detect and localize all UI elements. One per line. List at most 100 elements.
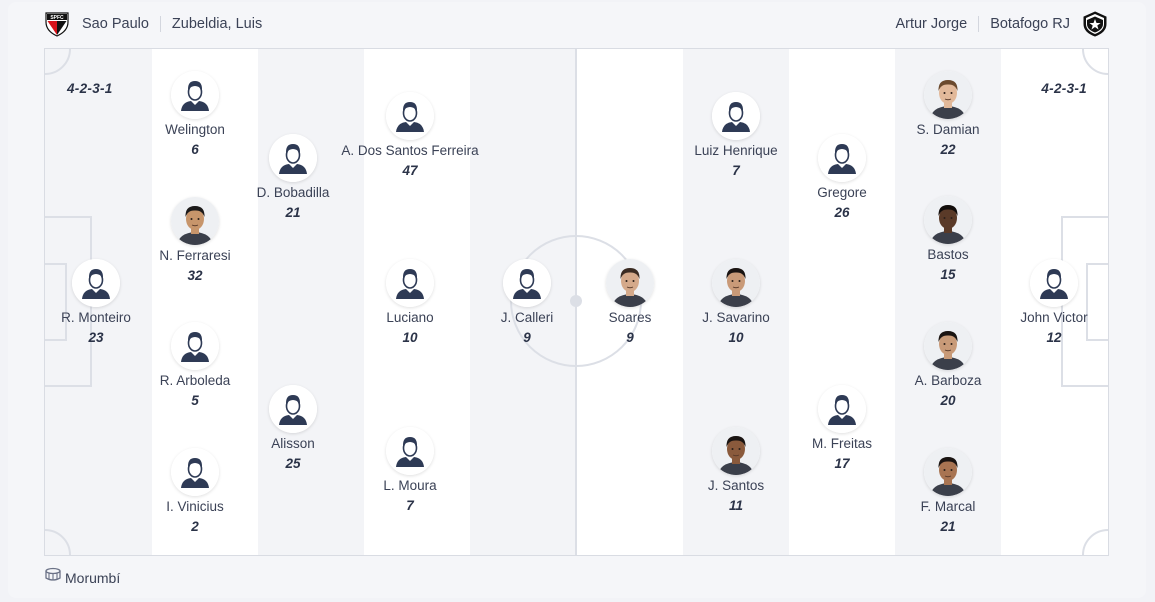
away-player[interactable]: F. Marcal 21	[873, 448, 1023, 535]
player-photo	[712, 427, 760, 475]
player-number: 26	[834, 205, 850, 220]
player-silhouette-icon	[386, 92, 434, 140]
away-player[interactable]: M. Freitas 17	[767, 385, 917, 472]
player-name: R. Arboleda	[159, 373, 231, 388]
player-name: J. Santos	[707, 478, 765, 493]
away-player[interactable]: A. Barboza 20	[873, 322, 1023, 409]
player-name: F. Marcal	[920, 499, 976, 514]
home-player[interactable]: N. Ferraresi 32	[120, 197, 270, 284]
pitch-stripe	[789, 49, 895, 555]
player-number: 22	[940, 142, 956, 157]
sao-paulo-crest-icon[interactable]: SPFC	[44, 11, 70, 37]
player-photo	[171, 197, 219, 245]
player-silhouette-icon	[386, 259, 434, 307]
player-name: Alisson	[271, 436, 315, 451]
player-photo	[924, 196, 972, 244]
player-number: 23	[88, 330, 104, 345]
home-player[interactable]: Welington 6	[120, 71, 270, 158]
corner-arc	[45, 529, 71, 555]
player-silhouette-icon	[171, 71, 219, 119]
player-photo	[606, 259, 654, 307]
player-name: J. Savarino	[702, 310, 770, 325]
home-player[interactable]: R. Monteiro 23	[45, 259, 171, 346]
player-name: Luiz Henrique	[694, 143, 778, 158]
player-name: R. Monteiro	[61, 310, 131, 325]
away-formation: 4-2-3-1	[1041, 81, 1087, 96]
home-coach-name[interactable]: Zubeldia, Luis	[171, 16, 263, 32]
player-photo	[924, 448, 972, 496]
player-number: 9	[626, 330, 634, 345]
player-number: 7	[406, 498, 414, 513]
player-number: 25	[285, 456, 301, 471]
player-silhouette-icon	[171, 322, 219, 370]
home-team-name[interactable]: Sao Paulo	[82, 16, 149, 32]
pitch: 4-2-3-1 4-2-3-1 R. Monteiro 23 Welington…	[44, 48, 1109, 556]
away-player[interactable]: Luiz Henrique 7	[661, 92, 811, 179]
away-player[interactable]: Soares 9	[555, 259, 705, 346]
player-photo	[924, 71, 972, 119]
player-name: Bastos	[927, 247, 969, 262]
player-silhouette-icon	[712, 92, 760, 140]
lineups-header: SPFC Sao Paulo Zubeldia, Luis Artur Jorg…	[0, 0, 1155, 46]
away-goal-area	[1086, 263, 1108, 341]
stadium-icon	[44, 567, 62, 588]
corner-arc	[45, 49, 71, 75]
away-coach-name[interactable]: Artur Jorge	[895, 16, 968, 32]
venue-name[interactable]: Morumbí	[65, 569, 121, 586]
player-name: D. Bobadilla	[256, 185, 330, 200]
player-number: 21	[940, 519, 956, 534]
away-player[interactable]: J. Santos 11	[661, 427, 811, 514]
player-number: 17	[834, 456, 850, 471]
home-player[interactable]: Luciano 10	[335, 259, 485, 346]
svg-text:SPFC: SPFC	[50, 15, 64, 21]
player-number: 7	[732, 163, 740, 178]
home-player[interactable]: Alisson 25	[218, 385, 368, 472]
player-number: 2	[191, 519, 199, 534]
player-name: Gregore	[817, 185, 867, 200]
player-silhouette-icon	[386, 427, 434, 475]
player-name: Soares	[608, 310, 652, 325]
away-player[interactable]: S. Damian 22	[873, 71, 1023, 158]
home-formation: 4-2-3-1	[67, 81, 113, 96]
away-player[interactable]: Bastos 15	[873, 196, 1023, 283]
home-player[interactable]: A. Dos Santos Ferreira 47	[335, 92, 485, 179]
home-team-header: SPFC Sao Paulo Zubeldia, Luis	[44, 11, 262, 37]
player-number: 9	[523, 330, 531, 345]
player-number: 10	[402, 330, 418, 345]
player-photo	[924, 322, 972, 370]
divider	[159, 16, 161, 32]
home-player[interactable]: L. Moura 7	[335, 427, 485, 514]
player-number: 10	[728, 330, 744, 345]
venue-info: Morumbí	[44, 567, 120, 588]
player-silhouette-icon	[171, 448, 219, 496]
home-player[interactable]: R. Arboleda 5	[120, 322, 270, 409]
player-number: 6	[191, 142, 199, 157]
center-spot	[570, 295, 582, 307]
player-silhouette-icon	[818, 134, 866, 182]
player-number: 21	[285, 205, 301, 220]
botafogo-crest-icon[interactable]	[1082, 11, 1108, 37]
player-name: A. Barboza	[914, 373, 982, 388]
player-silhouette-icon	[269, 134, 317, 182]
player-name: John Victor	[1020, 310, 1088, 325]
player-number: 15	[940, 267, 956, 282]
player-name: Welington	[165, 122, 225, 137]
away-player[interactable]: Gregore 26	[767, 134, 917, 221]
player-number: 32	[187, 268, 203, 283]
home-player[interactable]: J. Calleri 9	[452, 259, 602, 346]
divider	[978, 16, 980, 32]
player-name: S. Damian	[916, 122, 980, 137]
player-photo	[712, 259, 760, 307]
player-name: I. Vinicius	[166, 499, 224, 514]
home-player[interactable]: I. Vinicius 2	[120, 448, 270, 535]
away-player[interactable]: John Victor 12	[979, 259, 1108, 346]
player-number: 5	[191, 393, 199, 408]
player-name: A. Dos Santos Ferreira	[341, 143, 479, 158]
player-name: M. Freitas	[811, 436, 872, 451]
away-team-name[interactable]: Botafogo RJ	[990, 16, 1070, 32]
away-player[interactable]: J. Savarino 10	[661, 259, 811, 346]
home-goal-area	[45, 263, 67, 341]
home-player[interactable]: D. Bobadilla 21	[218, 134, 368, 221]
player-name: N. Ferraresi	[159, 248, 231, 263]
player-number: 47	[402, 163, 418, 178]
